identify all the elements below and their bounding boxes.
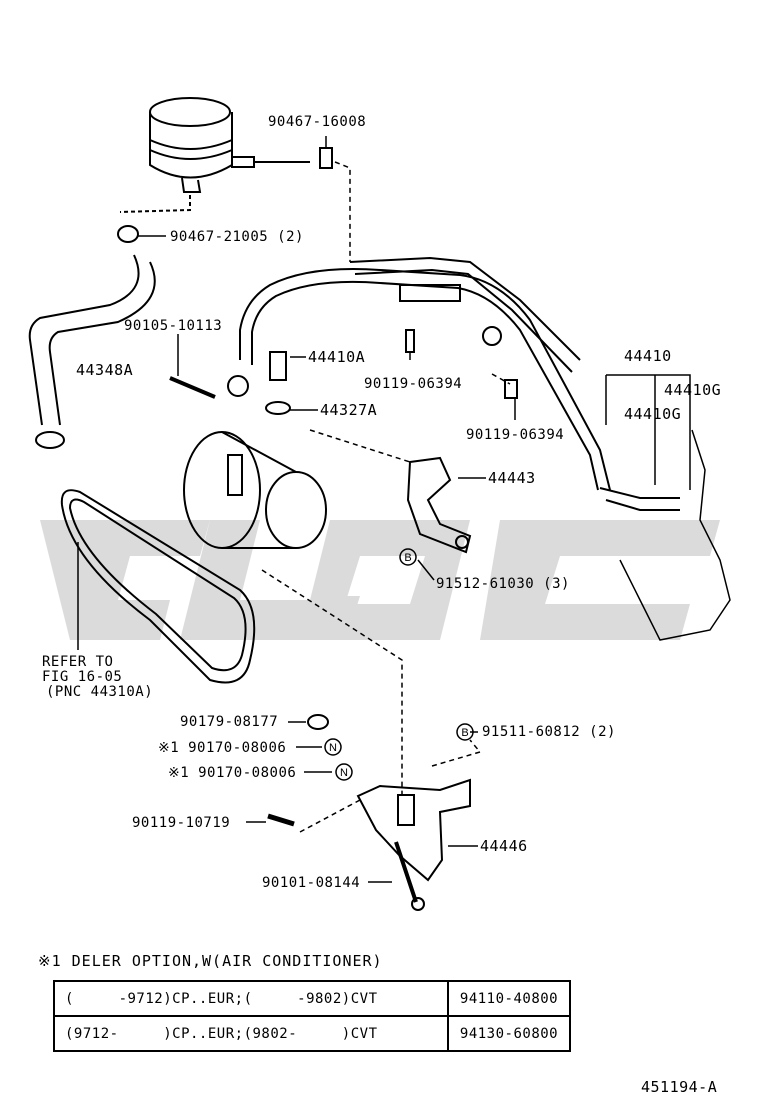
- label-44443: 44443: [488, 469, 536, 487]
- leader-lines: [77, 136, 691, 883]
- svg-text:B: B: [461, 727, 468, 739]
- engine-outline: [619, 429, 731, 641]
- label-90179-08177: 90179-08177: [180, 714, 279, 730]
- label-44410G-b: 44410G: [624, 405, 682, 423]
- label-44446: 44446: [480, 837, 528, 855]
- label-44410G-a: 44410G: [664, 381, 722, 399]
- table-row: ( -9712)CP..EUR;( -9802)CVT 94110-40800: [53, 980, 571, 1017]
- table-cell-desc: (9712- )CP..EUR;(9802- )CVT: [53, 1015, 449, 1052]
- label-44348A: 44348A: [76, 361, 134, 379]
- pressure-hoses: [239, 256, 680, 511]
- svg-text:B: B: [404, 552, 411, 564]
- label-91511-60812: 91511-60812 (2): [482, 724, 616, 740]
- svg-text:N: N: [329, 742, 337, 754]
- table-row: (9712- )CP..EUR;(9802- )CVT 94130-60800: [53, 1015, 571, 1052]
- label-44410: 44410: [624, 347, 672, 365]
- marker-b-2: B: [456, 723, 474, 741]
- label-44327A: 44327A: [320, 401, 378, 419]
- bracket-44443: [406, 456, 472, 554]
- label-90467-21005: 90467-21005 (2): [170, 229, 304, 245]
- table-cell-desc: ( -9712)CP..EUR;( -9802)CVT: [53, 980, 449, 1017]
- option-table: ( -9712)CP..EUR;( -9802)CVT 94110-40800 …: [53, 980, 571, 1052]
- label-fig: FIG 16-05: [42, 669, 123, 685]
- label-refer-to: REFER TO: [42, 654, 114, 670]
- label-90170-08006-a: ※1 90170-08006: [158, 740, 287, 756]
- pump: [183, 375, 327, 549]
- label-91512-61030: 91512-61030 (3): [436, 576, 570, 592]
- label-90119-10719: 90119-10719: [132, 815, 231, 831]
- label-90170-08006-b: ※1 90170-08006: [168, 765, 297, 781]
- small-parts: [169, 147, 518, 827]
- label-90119-06394-a: 90119-06394: [364, 376, 463, 392]
- table-cell-part: 94110-40800: [447, 980, 571, 1017]
- v-belt: [60, 489, 256, 684]
- return-hose: [28, 254, 156, 449]
- label-90101-08144: 90101-08144: [262, 875, 361, 891]
- label-90105-10113: 90105-10113: [124, 318, 223, 334]
- table-cell-part: 94130-60800: [447, 1015, 571, 1052]
- dealer-option-note: ※1 DELER OPTION,W(AIR CONDITIONER): [38, 952, 383, 970]
- label-44410A: 44410A: [308, 348, 366, 366]
- svg-text:N: N: [340, 767, 348, 779]
- marker-n-1: N: [324, 738, 342, 756]
- reservoir: [117, 97, 310, 243]
- figure-number: 451194-A: [641, 1078, 718, 1096]
- marker-b-1: B: [399, 548, 417, 566]
- label-pnc: (PNC 44310A): [46, 684, 154, 700]
- bracket-44446: [356, 778, 471, 911]
- marker-n-2: N: [335, 763, 353, 781]
- label-90467-16008: 90467-16008: [268, 114, 367, 130]
- watermark: [40, 520, 720, 640]
- label-90119-06394-b: 90119-06394: [466, 427, 565, 443]
- dashed-guides: [261, 161, 511, 833]
